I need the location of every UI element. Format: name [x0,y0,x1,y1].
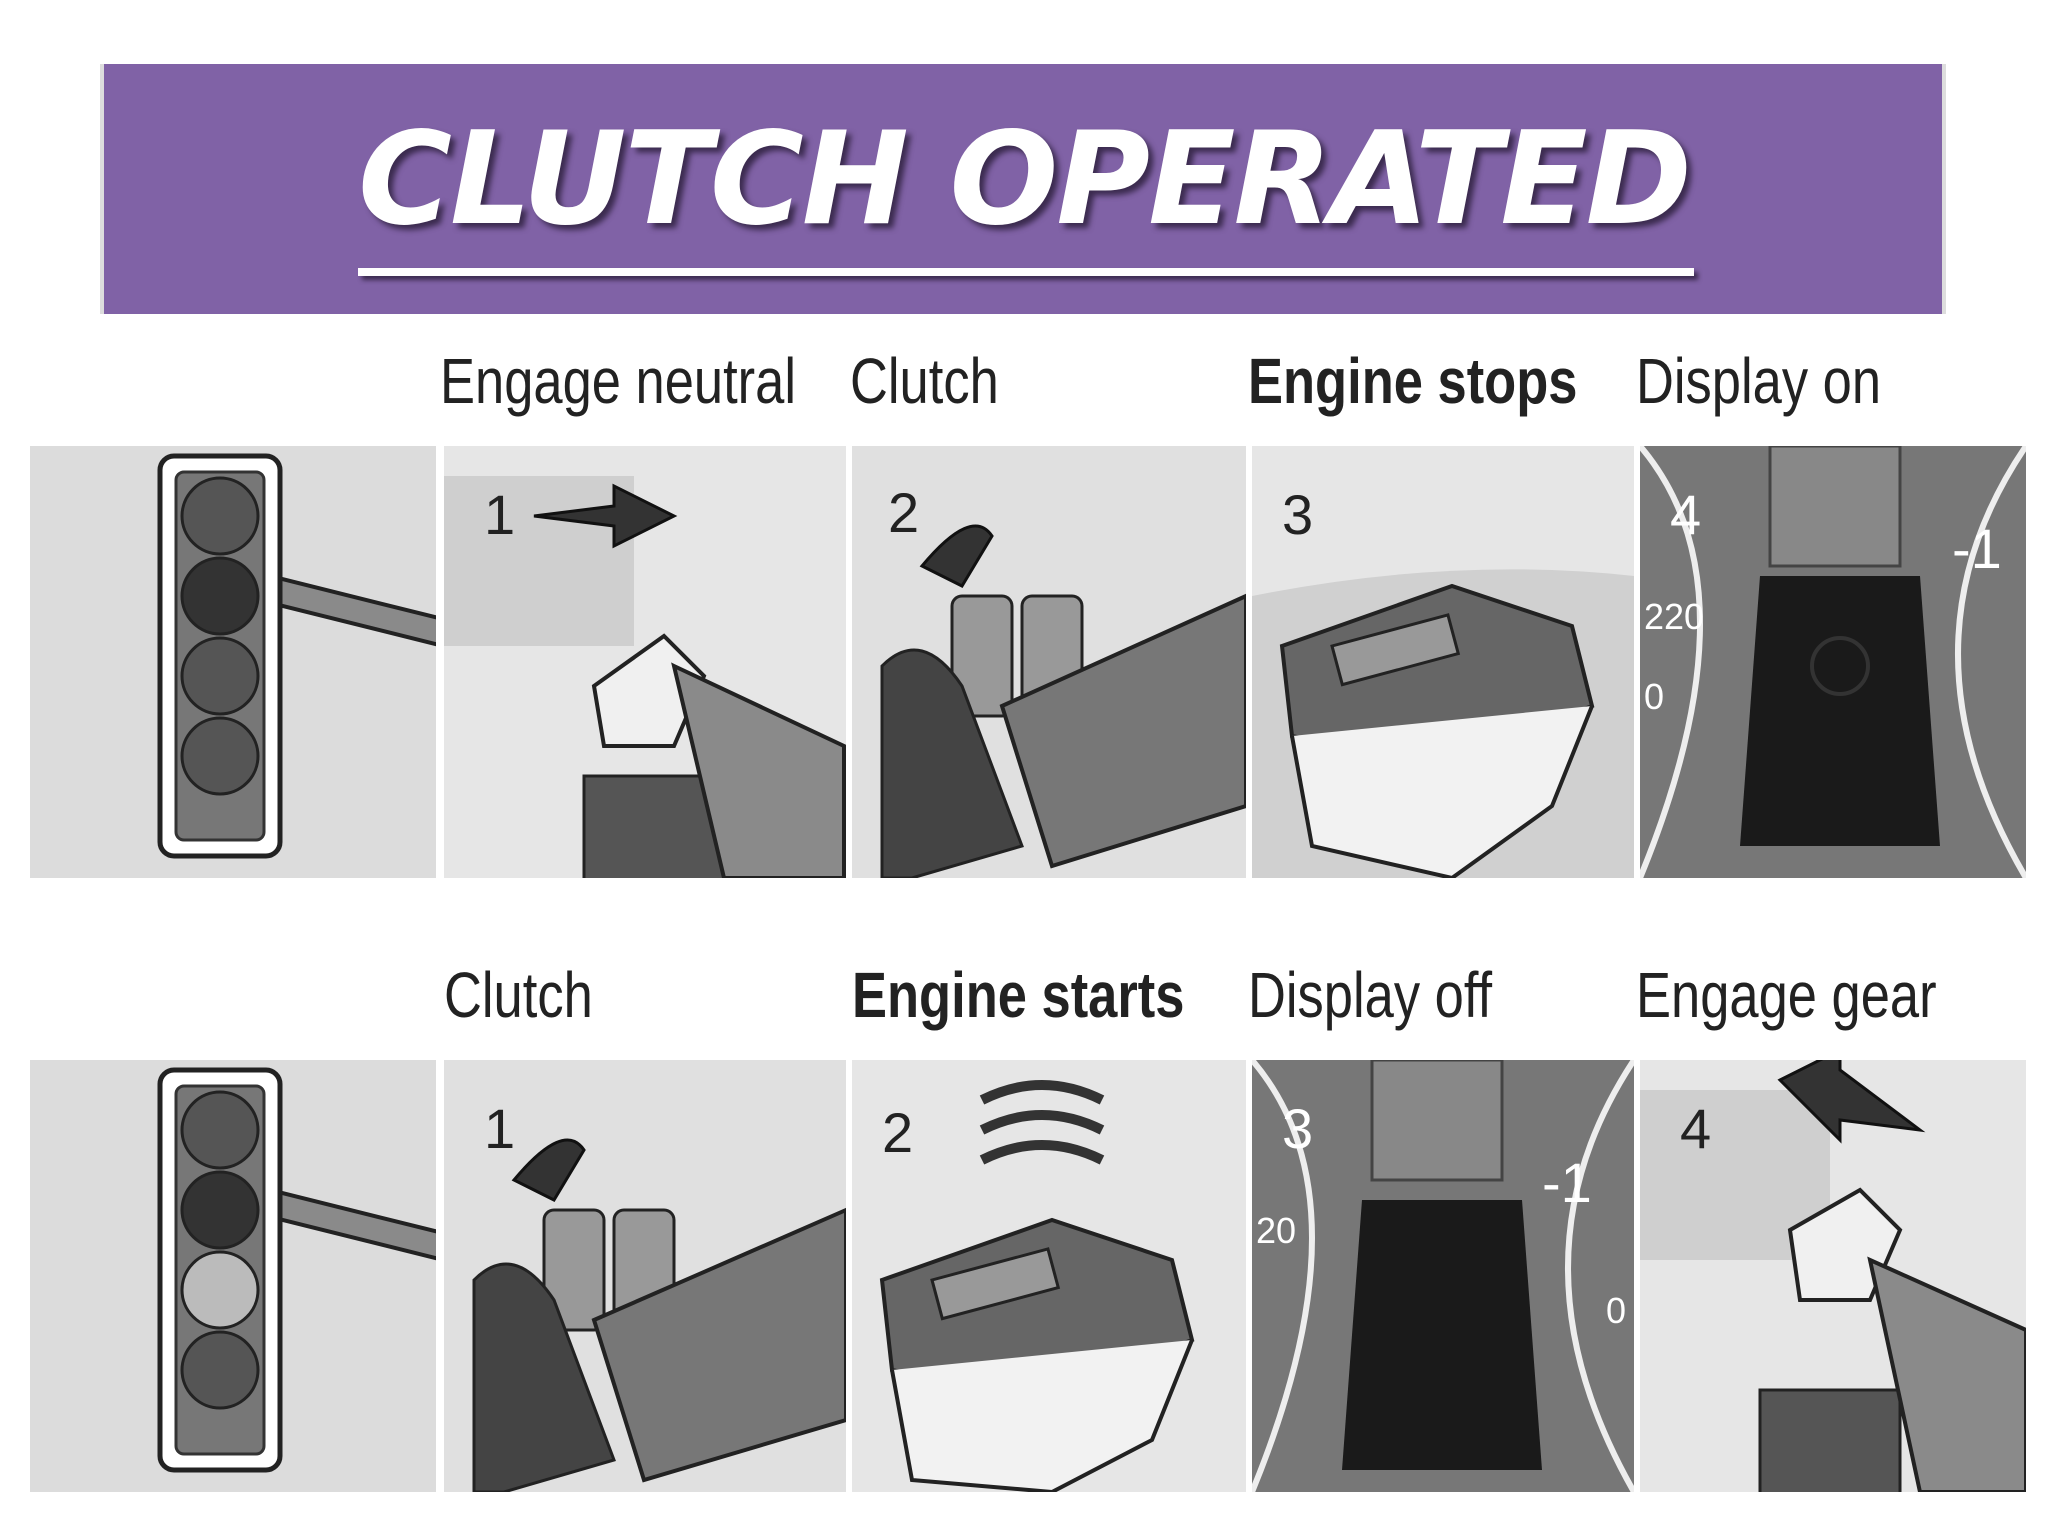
step-number: 4 [1670,483,1702,546]
step-number: 4 [1680,1097,1712,1160]
step-number: 1 [484,1097,516,1160]
step-label-clutch: Clutch [444,959,593,1031]
step-number: 2 [888,481,920,544]
step-number: 3 [1282,1097,1314,1160]
step-label-engage-gear: Engage gear [1636,959,1937,1031]
step-label-engage-neutral: Engage neutral [440,345,796,417]
panel-display-off: 3 20 0 -1 [1252,1060,1634,1492]
panel-engage-neutral: 1 [444,446,846,878]
traffic-light-panel [30,1060,436,1492]
gauge-tick-label: 20 [1256,1210,1297,1251]
gear-lever-hand-icon [1640,1060,2026,1492]
panel-display-on: 4 220 0 -1 [1640,446,2026,878]
step-number: 3 [1282,483,1314,546]
traffic-light-red-icon [30,446,436,878]
step-number: 2 [882,1101,914,1164]
gear-lever-hand-icon [444,446,846,878]
step-label-display-off: Display off [1248,959,1493,1031]
gauge-tick-label: 0 [1606,1290,1627,1331]
gauge-right-label: -1 [1542,1151,1592,1214]
step-number: 1 [484,483,516,546]
gauge-tick-label: 220 [1644,596,1705,637]
panel-engage-gear: 4 [1640,1060,2026,1492]
title-underline [358,268,1694,276]
clutch-pedal-foot-icon [444,1060,846,1492]
step-label-engine-stops: Engine stops [1248,345,1578,417]
engine-icon [1252,446,1634,878]
gauge-tick-label: 0 [1644,676,1665,717]
traffic-light-panel [30,446,436,878]
step-label-clutch: Clutch [850,345,999,417]
speedometer-display-on-icon [1640,446,2026,878]
speedometer-display-off-icon [1252,1060,1634,1492]
step-label-display-on: Display on [1636,345,1882,417]
panel-clutch-2: 1 [444,1060,846,1492]
step-label-engine-starts: Engine starts [852,959,1185,1031]
panel-engine-starts: 2 [852,1060,1246,1492]
gauge-right-label: -1 [1952,517,2002,580]
engine-running-icon [852,1060,1246,1492]
panel-engine-stops: 3 [1252,446,1634,878]
page-title: CLUTCH OPERATED [358,105,1692,254]
traffic-light-green-icon [30,1060,436,1492]
panel-clutch: 2 [852,446,1246,878]
clutch-pedal-foot-icon [852,446,1246,878]
